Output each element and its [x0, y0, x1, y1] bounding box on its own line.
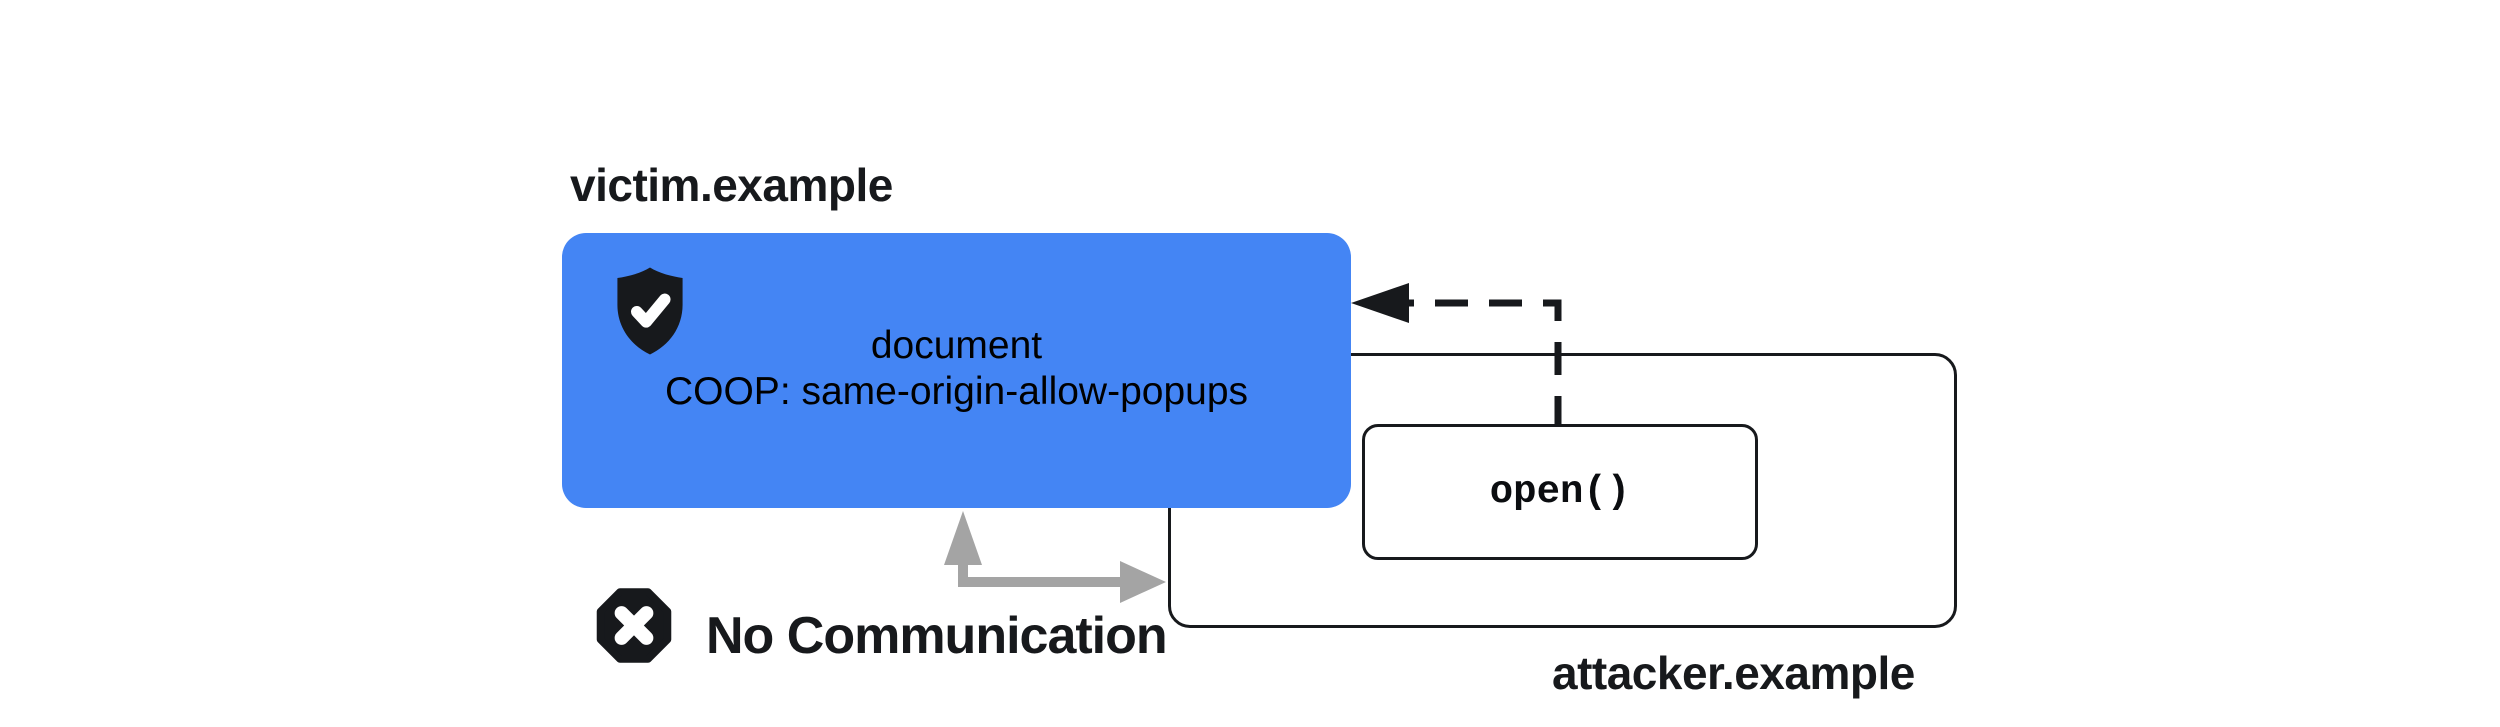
document-label: document: [870, 324, 1043, 367]
gray-elbow-double-arrow: [944, 511, 1166, 603]
coop-header-label: COOP: same-origin-allow-popups: [664, 370, 1249, 413]
document-text-block: document COOP: same-origin-allow-popups: [562, 323, 1351, 415]
shield-check-icon: [617, 267, 683, 355]
victim-document-box: document COOP: same-origin-allow-popups: [562, 233, 1351, 508]
octagon-x-icon: [596, 588, 672, 663]
open-call-box: open(): [1362, 424, 1758, 560]
no-communication-label: No Communication: [706, 607, 1168, 665]
open-call-label: open(): [1489, 470, 1631, 514]
attacker-domain-label: attacker.example: [1552, 647, 1915, 699]
victim-domain-label: victim.example: [570, 159, 893, 211]
